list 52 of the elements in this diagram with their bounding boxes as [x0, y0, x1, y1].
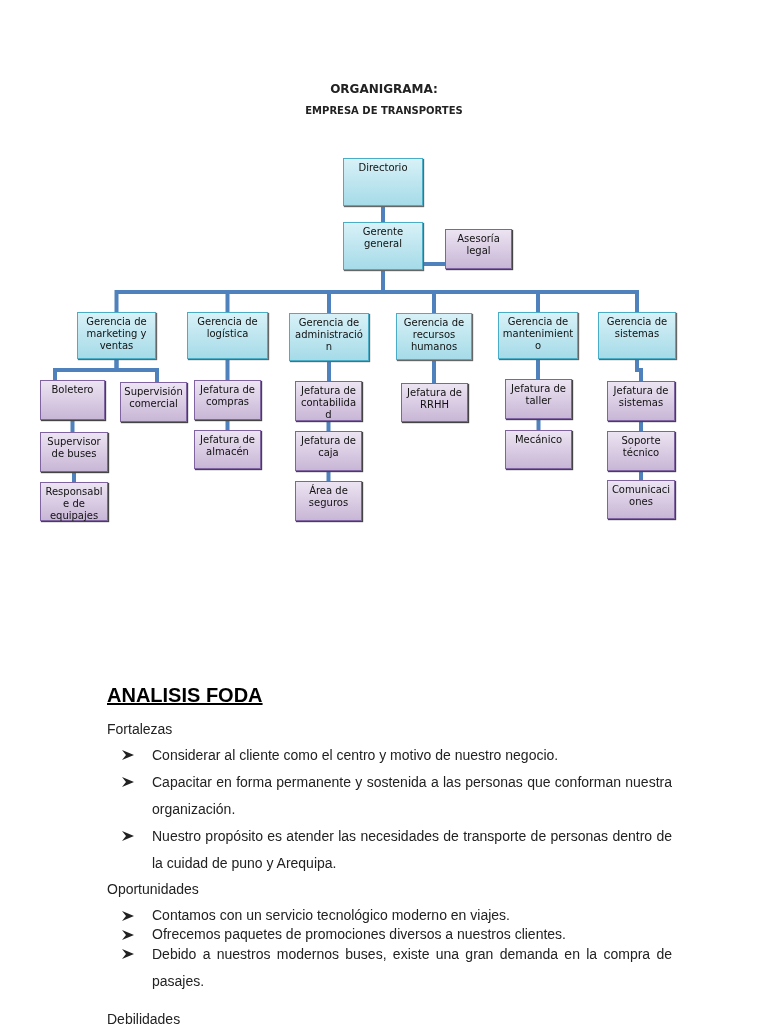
- connector-line: [327, 361, 331, 381]
- connector-line: [225, 420, 230, 430]
- connector-line: [432, 360, 436, 383]
- bullet-text: Capacitar en forma permanente y sostenida a las personas que conforman nuestra organización.: [152, 773, 672, 819]
- connector-line: [639, 471, 643, 480]
- org-box: Jefatura de almacén: [194, 430, 261, 469]
- org-box: Supervisor de buses: [40, 432, 108, 472]
- org-box: Comunicaciones: [607, 480, 675, 519]
- connector-line: [326, 421, 331, 431]
- subsection-heading: Oportunidades: [107, 881, 200, 897]
- connector-line: [536, 419, 541, 430]
- bullet-text: Considerar al cliente como el centro y motivo de nuestro negocio.: [152, 746, 559, 765]
- org-box: Supervisión comercial: [120, 382, 187, 422]
- bullet-text: Debido a nuestros modernos buses, existe una gran demanda en la compra de pasajes.: [152, 945, 672, 991]
- org-box: Gerente general: [343, 222, 423, 270]
- org-box: Soporte técnico: [607, 431, 675, 471]
- org-box: Jefatura de taller: [505, 379, 572, 419]
- diagram-subtitle: EMPRESA DE TRANSPORTES: [304, 105, 464, 116]
- section-heading: ANALISIS FODA: [107, 684, 264, 707]
- connector-line: [381, 206, 385, 222]
- org-box: Gerencia de sistemas: [598, 312, 676, 359]
- connector-line: [635, 359, 643, 381]
- org-box: Jefatura de RRHH: [401, 383, 468, 422]
- connector-line: [326, 471, 331, 481]
- diagram-title: ORGANIGRAMA:: [329, 82, 439, 96]
- bullet-text: Ofrecemos paquetes de promociones diversos a nuestros clientes.: [152, 925, 566, 944]
- org-box: Responsable de equipajes: [40, 482, 108, 521]
- org-box: Área de seguros: [295, 481, 362, 521]
- org-box: Directorio: [343, 158, 423, 206]
- connector-line: [72, 472, 76, 482]
- org-box: Gerencia de mantenimiento: [498, 312, 578, 359]
- bullet-text: Nuestro propósito es atender las necesidades de transporte de personas dentro de la cuidad de puno y Arequipa.: [152, 827, 672, 873]
- org-box: Jefatura de sistemas: [607, 381, 675, 421]
- connector-line: [114, 359, 159, 382]
- org-box: Mecánico: [505, 430, 572, 469]
- connector-line: [423, 262, 445, 266]
- bullet-text: Contamos con un servicio tecnológico moderno en viajes.: [152, 906, 510, 925]
- connector-line: [639, 421, 643, 431]
- org-box: Jefatura de compras: [194, 380, 261, 420]
- org-box: Gerencia de marketing y ventas: [77, 312, 156, 359]
- org-box: Gerencia de recursos humanos: [396, 313, 472, 360]
- subsection-heading: Debilidades: [107, 1011, 182, 1024]
- subsection-heading: Fortalezas: [107, 721, 174, 737]
- connector-line: [536, 359, 540, 379]
- connector-line: [70, 420, 75, 432]
- org-box: Jefatura de caja: [295, 431, 362, 471]
- org-box: Gerencia de administración: [289, 313, 369, 361]
- org-box: Boletero: [40, 380, 105, 420]
- connector-line: [225, 359, 230, 380]
- org-box: Jefatura de contabilidad: [295, 381, 362, 421]
- org-box: Asesoría legal: [445, 229, 512, 269]
- org-box: Gerencia de logística: [187, 312, 268, 359]
